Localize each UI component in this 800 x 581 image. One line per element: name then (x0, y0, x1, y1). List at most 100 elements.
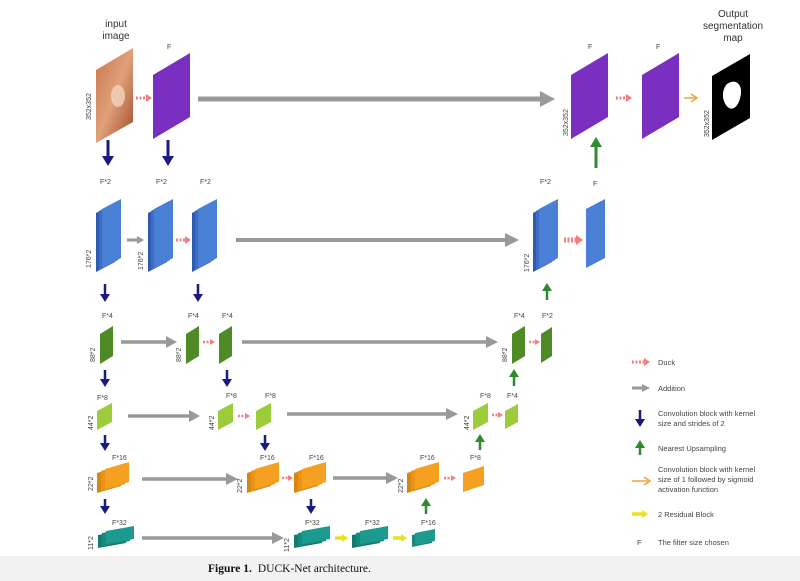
up-arrow-icon (635, 440, 645, 455)
filter-label-F16: F*16 (309, 455, 324, 462)
legend-label: Addition (658, 384, 685, 393)
filter-label-F16: F*16 (260, 455, 275, 462)
legend-label: Convolution block with kernel (658, 465, 755, 474)
filter-label-F-3: F (656, 44, 660, 51)
sigmoid-arrow (684, 93, 699, 103)
residual-arrow-icon (632, 510, 648, 518)
input-image-label-1: input (105, 19, 127, 30)
feature-map-orange-stack (97, 462, 129, 493)
filter-label-F-2: F (588, 44, 592, 51)
duck-arrow (203, 339, 215, 345)
legend-item-addition: Addition (632, 384, 685, 393)
residual-arrow (335, 534, 348, 542)
legend-item-residual: 2 Residual Block (632, 510, 714, 519)
down-arrow (162, 140, 174, 166)
up-arrow (590, 137, 602, 168)
feature-map-purple (642, 53, 679, 139)
size-label-22: 22*2 (237, 478, 244, 493)
filter-label-F4: F*4 (102, 313, 113, 320)
down-arrow (222, 370, 232, 387)
addition-arrow-icon (632, 384, 650, 392)
size-label-44: 44*2 (209, 415, 216, 430)
size-label-88: 88*2 (176, 347, 183, 362)
filter-label-F8: F*8 (470, 455, 481, 462)
legend-label: size and strides of 2 (658, 419, 725, 428)
duck-arrow (282, 475, 293, 481)
filter-label-F4: F*4 (188, 313, 199, 320)
size-label-44: 44*2 (88, 415, 95, 430)
filter-label-F16: F*16 (112, 455, 127, 462)
feature-map-teal-stack (352, 526, 388, 548)
legend-label: Convolution block with kernel (658, 409, 755, 418)
size-label-352-in: 352x352 (86, 93, 93, 120)
feature-map-blue-stack (192, 199, 217, 272)
legend-label: 2 Residual Block (658, 510, 714, 519)
input-image-label-2: image (102, 31, 130, 42)
output-label-3: map (723, 33, 743, 44)
legend-label: Duck (658, 358, 675, 367)
duck-arrow (492, 412, 503, 418)
duck-arrow (444, 475, 456, 481)
filter-letter-icon: F (637, 538, 642, 547)
down-arrow (100, 435, 110, 451)
addition-arrow (121, 336, 177, 348)
legend-item-duck: Duck (632, 358, 675, 367)
duck-arrow (238, 413, 250, 419)
filter-label-F8: F*8 (480, 393, 491, 400)
down-arrow (100, 284, 110, 302)
up-arrow (542, 283, 552, 300)
filter-label-F8: F*8 (265, 393, 276, 400)
feature-map-orange (463, 466, 484, 492)
feature-map-orange-stack (407, 462, 439, 493)
feature-map-purple (153, 53, 190, 139)
feature-map-lime (218, 403, 233, 430)
feature-map-orange-stack (247, 462, 279, 493)
duck-net-diagram: input image 352x352 F F 352x352 F Output… (86, 9, 763, 552)
feature-map-green (219, 326, 232, 364)
filter-label-F-1: F (167, 44, 171, 51)
filter-label-F2: F*2 (100, 179, 111, 186)
feature-map-green (512, 326, 525, 364)
caption-text: DUCK-Net architecture. (257, 563, 371, 575)
size-label-22: 22*2 (398, 478, 405, 493)
feature-map-purple (571, 53, 608, 139)
filter-label-F2: F*2 (200, 179, 211, 186)
duck-arrow (136, 94, 152, 102)
size-label-88: 88*2 (90, 347, 97, 362)
down-arrow-icon (635, 410, 645, 427)
up-arrow (509, 369, 519, 386)
size-label-352-map: 352x352 (704, 110, 711, 137)
down-arrow (100, 370, 110, 387)
addition-arrow (142, 532, 284, 544)
feature-map-green (541, 327, 552, 363)
filter-label-F16: F*16 (420, 455, 435, 462)
size-label-22: 22*2 (88, 476, 95, 491)
filter-label-F: F (593, 181, 597, 188)
feature-map-blue (586, 199, 605, 268)
duck-arrow (564, 235, 583, 245)
duck-arrow (529, 339, 540, 345)
size-label-88: 88*2 (502, 347, 509, 362)
filter-label-F16: F*16 (421, 520, 436, 527)
figure-caption: Figure 1. DUCK-Net architecture. (208, 563, 371, 575)
duck-arrow-icon (632, 358, 650, 366)
size-label-11: 11*2 (284, 538, 291, 552)
up-arrow (475, 434, 485, 450)
filter-label-F8: F*8 (226, 393, 237, 400)
feature-map-lime (256, 403, 271, 430)
input-image (96, 48, 133, 143)
feature-map-green (186, 326, 199, 364)
addition-arrow (333, 472, 398, 484)
filter-label-F2: F*2 (542, 313, 553, 320)
feature-map-blue-stack (96, 199, 121, 272)
size-label-11: 11*2 (88, 536, 95, 550)
duck-arrow (616, 94, 632, 102)
legend-item-sigmoid: Convolution block with kernel size of 1 … (632, 465, 755, 494)
filter-label-F32: F*32 (112, 520, 127, 527)
size-label-176: 176*2 (86, 250, 93, 268)
addition-arrow (127, 236, 144, 244)
addition-arrow (236, 233, 519, 247)
orange-arrow-icon (632, 476, 652, 486)
size-label-352-out: 352x352 (563, 109, 570, 136)
caption-label: Figure 1. (208, 563, 252, 575)
